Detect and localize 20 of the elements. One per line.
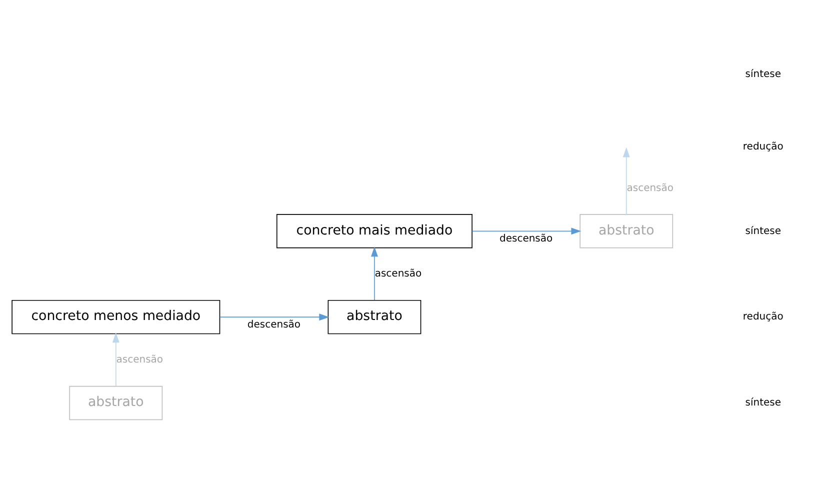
node-box: concreto menos mediado <box>12 300 220 334</box>
edge-label: descensão <box>499 234 553 245</box>
label: síntese <box>745 68 782 80</box>
arrow <box>370 246 378 300</box>
arrow <box>220 314 330 321</box>
node-box: abstrato <box>580 214 674 248</box>
label: síntese <box>745 398 782 409</box>
node-box: concreto mais mediado <box>276 214 472 248</box>
edge-label: descensão <box>247 320 301 331</box>
edge-label: ascensão <box>374 268 422 280</box>
node-box: abstrato <box>328 300 422 334</box>
edge-label: ascensão <box>626 182 674 194</box>
label: redução <box>742 142 784 152</box>
edge-label: ascensão <box>116 354 164 366</box>
arrow <box>622 147 630 215</box>
label: redução <box>742 312 784 323</box>
arrow <box>112 332 120 386</box>
label: síntese <box>745 226 782 237</box>
arrow <box>472 228 582 235</box>
node-box: abstrato <box>69 386 163 420</box>
